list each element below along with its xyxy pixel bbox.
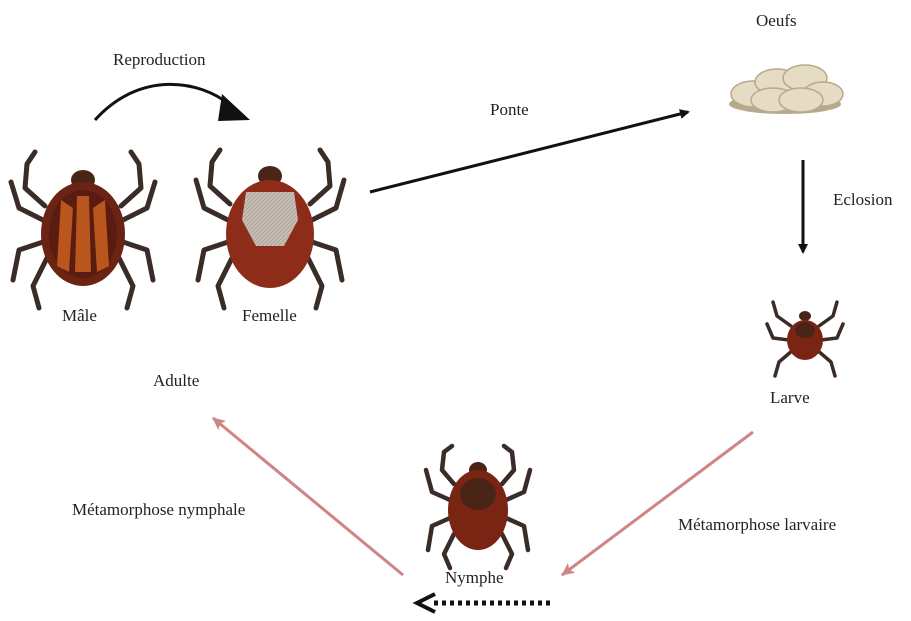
metamorphose-larvaire-arrow — [562, 432, 753, 575]
ponte-arrow — [370, 112, 688, 192]
label-ponte: Ponte — [490, 101, 529, 118]
reproduction-arrow — [95, 84, 250, 121]
label-adulte: Adulte — [153, 372, 199, 389]
label-metamorphose-larvaire: Métamorphose larvaire — [678, 516, 836, 533]
male-tick-icon — [11, 152, 155, 308]
nymphe-dotted-arrow — [417, 594, 550, 612]
larva-tick-icon — [767, 302, 843, 376]
nymph-tick-icon — [426, 446, 530, 568]
label-larve: Larve — [770, 389, 810, 406]
label-eclosion: Eclosion — [833, 191, 893, 208]
female-tick-icon — [196, 150, 344, 308]
label-nymphe: Nymphe — [445, 569, 504, 586]
label-femelle: Femelle — [242, 307, 297, 324]
label-male: Mâle — [62, 307, 97, 324]
label-oeufs: Oeufs — [756, 12, 797, 29]
label-reproduction: Reproduction — [113, 51, 206, 68]
metamorphose-nymphale-arrow — [213, 418, 403, 575]
label-metamorphose-nymphale: Métamorphose nymphale — [72, 501, 245, 518]
eggs-icon — [729, 65, 843, 114]
